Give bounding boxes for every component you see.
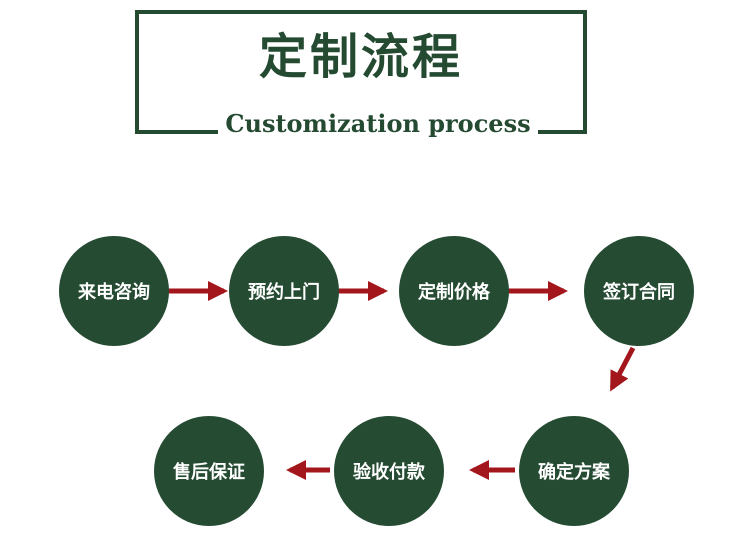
step-label: 验收付款 xyxy=(353,462,425,483)
step-aftersales: 售后保证 xyxy=(154,416,264,526)
step-contract: 签订合同 xyxy=(584,236,694,346)
step-label: 确定方案 xyxy=(538,462,610,483)
step-plan: 确定方案 xyxy=(519,416,629,526)
step-label: 定制价格 xyxy=(418,282,490,303)
step-appointment: 预约上门 xyxy=(229,236,339,346)
page-title: 定制流程 xyxy=(258,29,463,85)
step-pricing: 定制价格 xyxy=(399,236,509,346)
step-consultation: 来电咨询 xyxy=(59,236,169,346)
step-label: 来电咨询 xyxy=(78,282,150,303)
step-label: 签订合同 xyxy=(603,282,675,303)
step-label: 售后保证 xyxy=(173,462,245,483)
step-acceptance: 验收付款 xyxy=(334,416,444,526)
step-label: 预约上门 xyxy=(248,282,320,303)
arrow-4-to-5 xyxy=(609,346,636,392)
page-subtitle: Customization process xyxy=(218,106,538,142)
